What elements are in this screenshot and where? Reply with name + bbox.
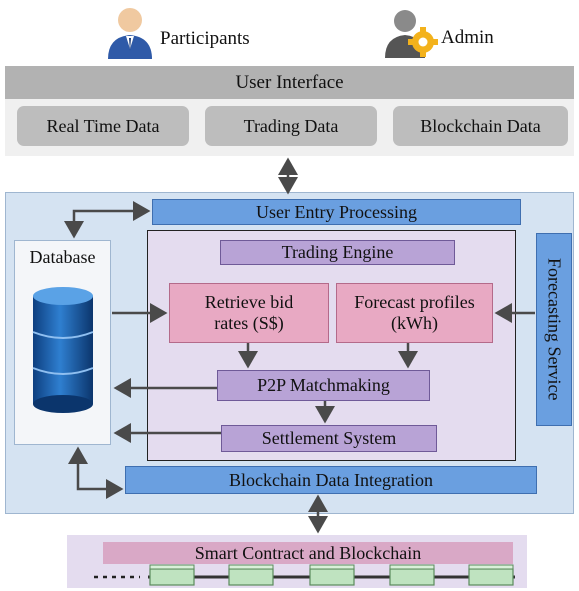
real-time-data-pill[interactable]: Real Time Data [17, 106, 189, 146]
database-label: Database [29, 247, 96, 267]
user-interface-title: User Interface [5, 66, 574, 99]
forecasting-service-bar: Forecasting Service [536, 233, 572, 426]
blockchain-block-icon [309, 564, 355, 586]
user-entry-processing: User Entry Processing [152, 199, 521, 225]
admin-label: Admin [441, 27, 494, 48]
trading-engine-title: Trading Engine [220, 240, 455, 265]
settlement-system-box: Settlement System [221, 425, 437, 452]
participants-label: Participants [160, 28, 250, 49]
trading-data-pill[interactable]: Trading Data [205, 106, 377, 146]
participant-person-icon [104, 5, 156, 59]
forecasting-service-label: Forecasting Service [544, 258, 565, 401]
blockchain-chain [94, 564, 515, 586]
blockchain-block-icon [149, 564, 195, 586]
blockchain-block-icon [389, 564, 435, 586]
retrieve-bid-rates-box: Retrieve bid rates (S$) [169, 283, 329, 343]
p2p-matchmaking-box: P2P Matchmaking [217, 370, 430, 401]
forecast-profiles-box: Forecast profiles (kWh) [336, 283, 493, 343]
database-cylinder-icon [30, 286, 96, 416]
smart-contract-title: Smart Contract and Blockchain [103, 542, 513, 564]
admin-gear-person-icon [383, 8, 439, 58]
blockchain-block-icon [228, 564, 274, 586]
blockchain-data-integration: Blockchain Data Integration [125, 466, 537, 494]
blockchain-data-pill[interactable]: Blockchain Data [393, 106, 568, 146]
blockchain-block-icon [468, 564, 514, 586]
